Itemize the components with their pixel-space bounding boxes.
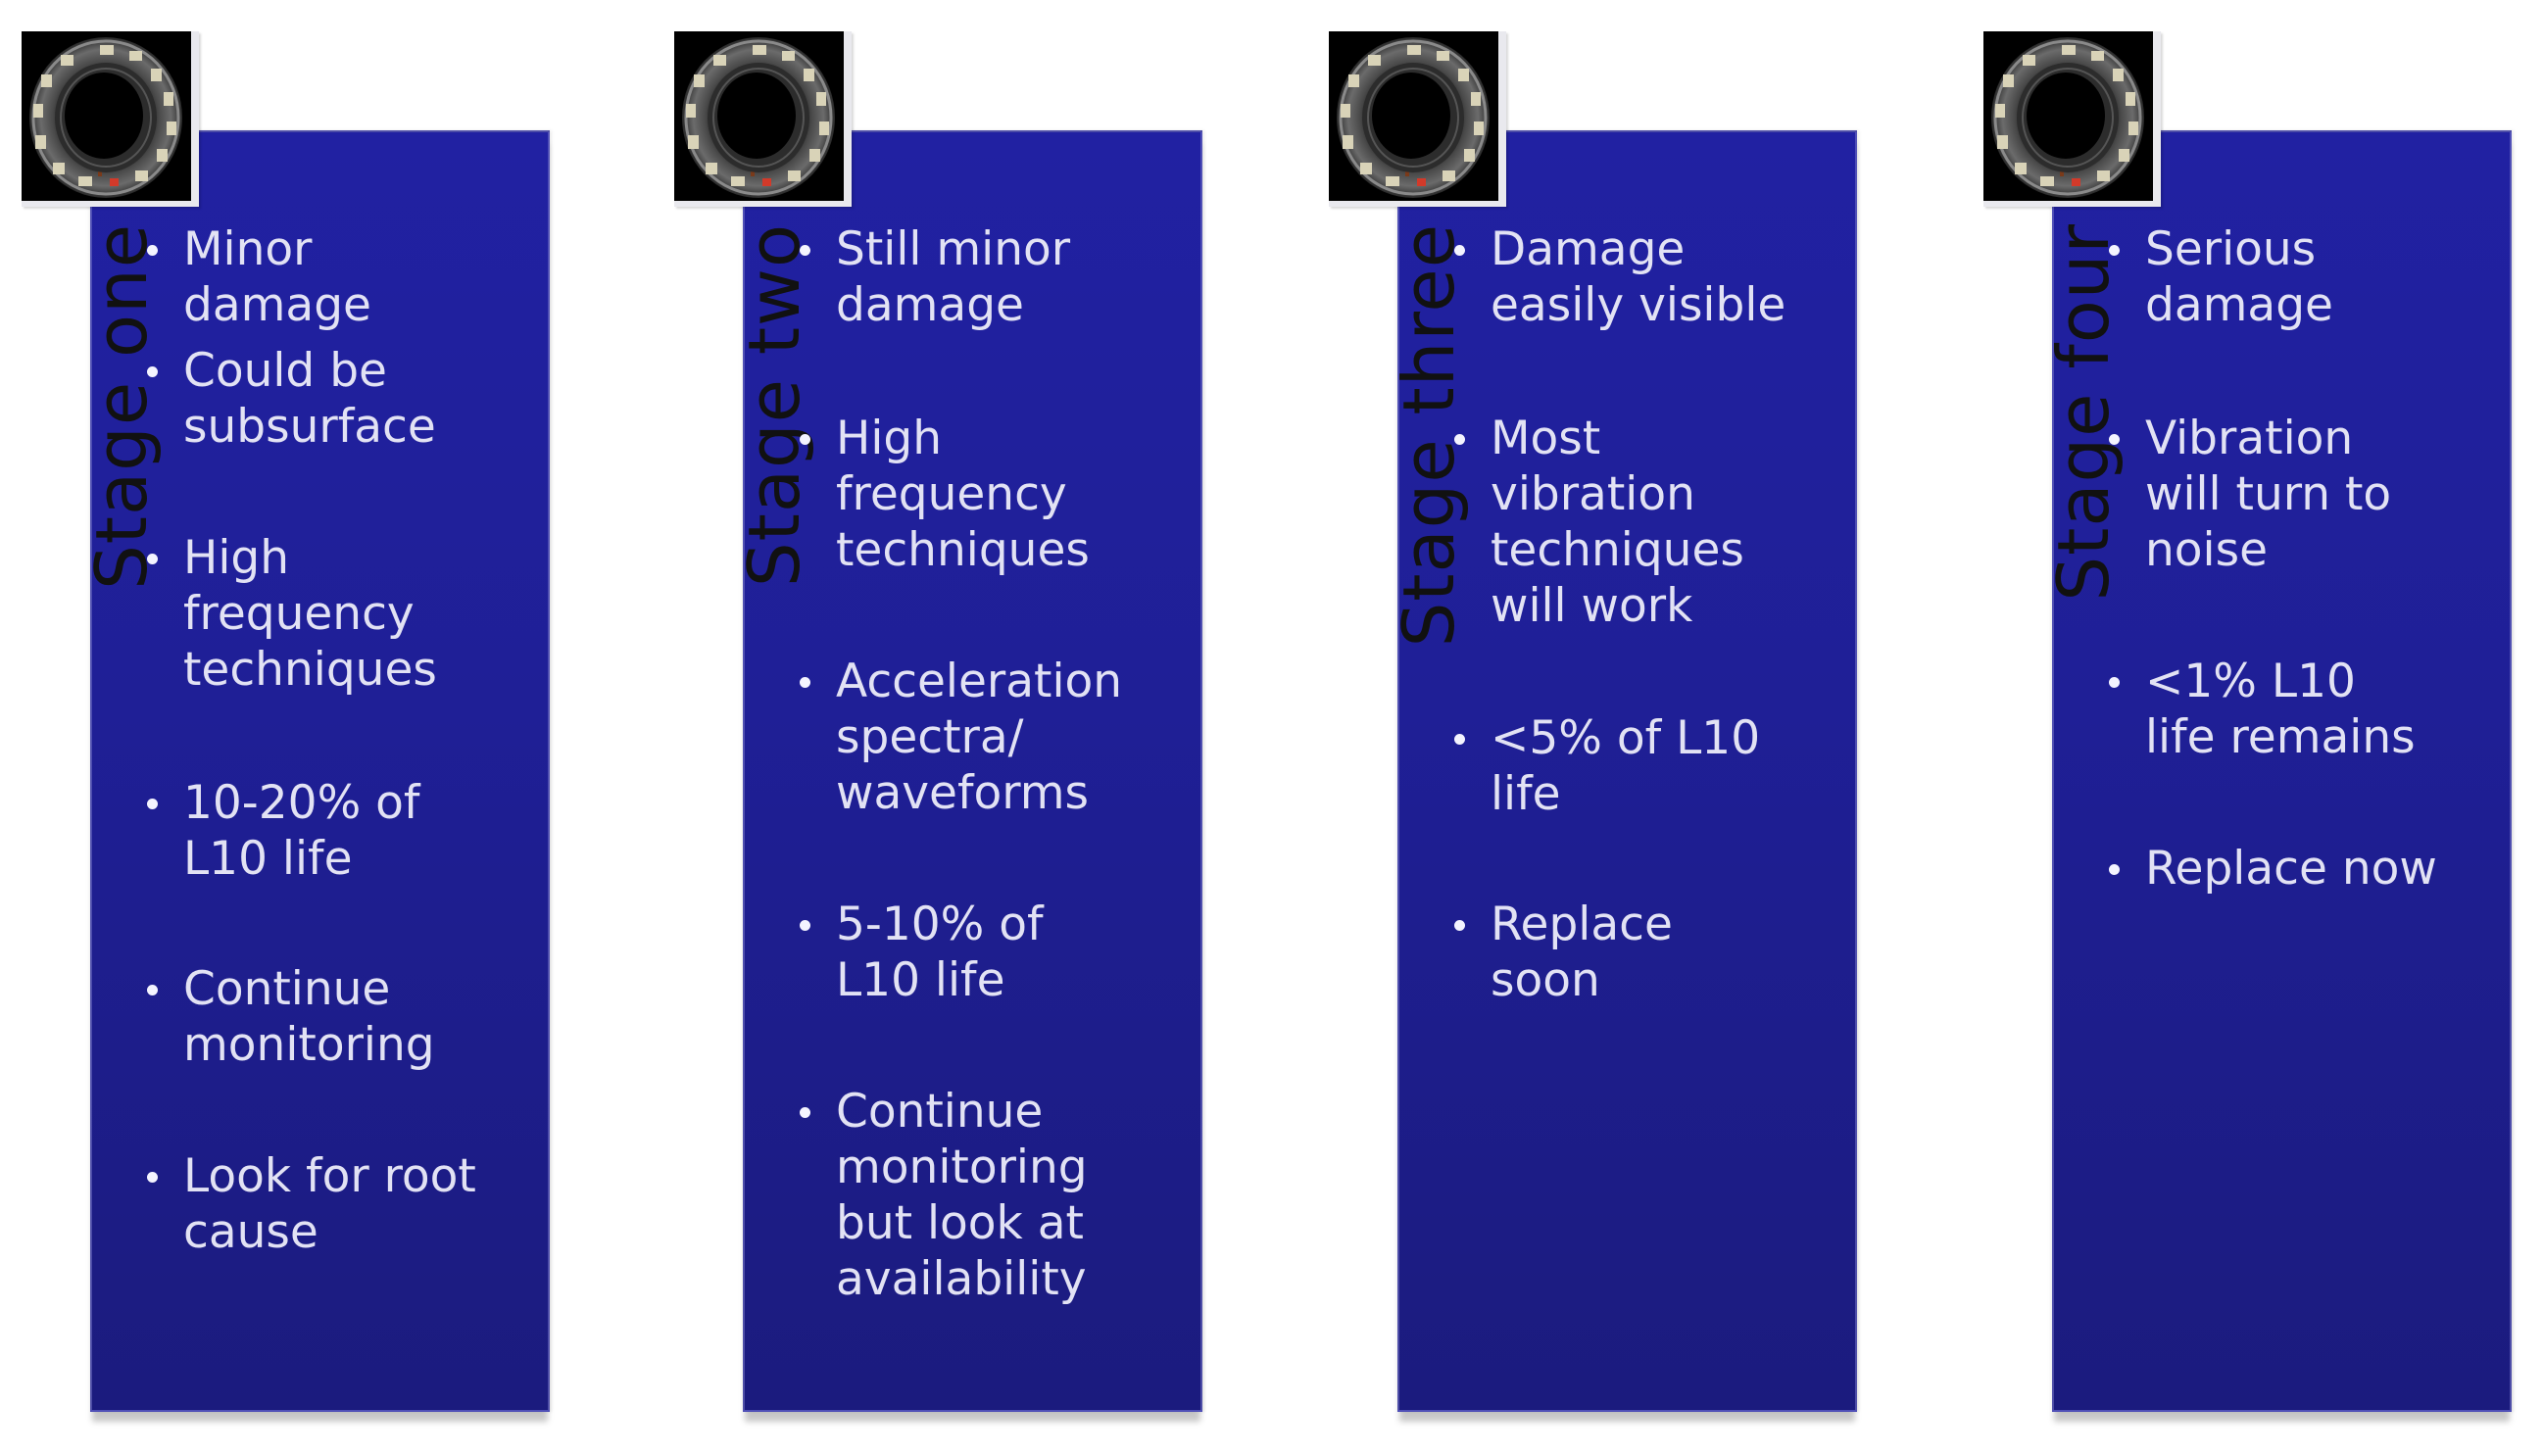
bullet-item: Continue monitoring but look at availabi… <box>800 1084 1192 1307</box>
bullet-line: will turn to <box>2145 467 2392 521</box>
bullet-line: monitoring <box>183 1018 435 1072</box>
bullet-line: Continue <box>183 962 391 1016</box>
bullet-dot-icon <box>2109 677 2120 688</box>
bullet-dot-icon <box>800 677 810 688</box>
stage-label: Stage three <box>1388 223 1470 648</box>
bullet-line: High <box>836 412 943 465</box>
bullet-line: Could be <box>183 344 387 398</box>
bullet-line: techniques <box>836 523 1090 577</box>
bullet-line: Still minor <box>836 222 1071 276</box>
bearing-photo-icon <box>1329 31 1506 207</box>
bullet-line: damage <box>836 278 1024 332</box>
bullet-item: Still minor damage <box>800 221 1192 333</box>
bullet-dot-icon <box>2109 864 2120 875</box>
bullet-item: Most vibration techniques will work <box>1454 411 1846 634</box>
bullet-line: L10 life <box>836 953 1005 1007</box>
bullet-line: <1% L10 <box>2145 655 2356 708</box>
bullet-line: noise <box>2145 523 2269 577</box>
bearing-photo-icon <box>674 31 852 207</box>
bullet-item: 10-20% of L10 life <box>147 775 539 887</box>
bullet-item: <5% of L10 life <box>1454 710 1846 822</box>
bullet-dot-icon <box>1454 434 1465 445</box>
bullet-line: life remains <box>2145 710 2416 764</box>
bullet-dot-icon <box>147 366 158 377</box>
bullet-line: damage <box>183 278 371 332</box>
bullet-dot-icon <box>800 434 810 445</box>
bullet-line: 5-10% of <box>836 898 1044 951</box>
bullet-line: availability <box>836 1252 1087 1306</box>
stage-column-three: Stage three Damage easily visible Most v… <box>1329 0 1878 1456</box>
stage-panel <box>1397 130 1857 1412</box>
bullet-item: <1% L10 life remains <box>2109 654 2501 765</box>
bullet-line: Continue <box>836 1085 1044 1139</box>
bullet-item: Serious damage <box>2109 221 2501 333</box>
bullet-item: High frequency techniques <box>800 411 1192 578</box>
bearing-photo-icon <box>22 31 199 207</box>
bullet-item: Look for root cause <box>147 1148 539 1260</box>
bullet-line: Replace <box>1491 898 1673 951</box>
bullet-line: Minor <box>183 222 313 276</box>
bullet-line: but look at <box>836 1196 1084 1250</box>
bullet-line: damage <box>2145 278 2333 332</box>
bullet-dot-icon <box>2109 434 2120 445</box>
bullet-dot-icon <box>1454 245 1465 256</box>
bullet-line: Vibration <box>2145 412 2354 465</box>
bullet-dot-icon <box>800 920 810 931</box>
bullet-line: Damage <box>1491 222 1686 276</box>
stage-label: Stage four <box>2042 223 2125 602</box>
bullet-dot-icon <box>147 1172 158 1183</box>
bullet-line: vibration <box>1491 467 1695 521</box>
bullet-item: Replace now <box>2109 841 2501 897</box>
bullet-dot-icon <box>147 799 158 809</box>
bullet-dot-icon <box>147 245 158 256</box>
bullet-item: Replace soon <box>1454 897 1846 1008</box>
bullet-line: Serious <box>2145 222 2317 276</box>
stage-panel <box>90 130 550 1412</box>
bullet-item: Vibration will turn to noise <box>2109 411 2501 578</box>
bullet-line: Replace now <box>2145 842 2437 896</box>
stage-column-two: Stage two Still minor damage High freque… <box>674 0 1223 1456</box>
bullet-line: Acceleration <box>836 655 1123 708</box>
bullet-item: 5-10% of L10 life <box>800 897 1192 1008</box>
bearing-photo-icon <box>1983 31 2161 207</box>
bullet-line: <5% of L10 <box>1491 711 1761 765</box>
bullet-line: monitoring <box>836 1141 1088 1194</box>
stage-column-four: Stage four Serious damage Vibration will… <box>1983 0 2532 1456</box>
bullet-line: Look for root <box>183 1149 476 1203</box>
bullet-line: 10-20% of <box>183 776 420 830</box>
bullet-item: High frequency techniques <box>147 530 539 698</box>
bullet-line: subsurface <box>183 400 436 454</box>
bullet-line: waveforms <box>836 766 1090 820</box>
bullet-line: spectra/ <box>836 710 1024 764</box>
bullet-item: Minor damage <box>147 221 539 333</box>
bullet-line: will work <box>1491 579 1693 633</box>
bullet-line: Most <box>1491 412 1601 465</box>
bullet-line: soon <box>1491 953 1600 1007</box>
bullet-line: easily visible <box>1491 278 1786 332</box>
bullet-item: Acceleration spectra/ waveforms <box>800 654 1192 821</box>
bullet-dot-icon <box>147 985 158 995</box>
bullet-line: frequency <box>836 467 1067 521</box>
bullet-line: L10 life <box>183 832 353 886</box>
bullet-line: techniques <box>183 643 437 697</box>
bullet-dot-icon <box>800 1107 810 1118</box>
stage-panel <box>743 130 1202 1412</box>
bullet-dot-icon <box>147 554 158 564</box>
bullet-item: Could be subsurface <box>147 343 539 455</box>
bullet-line: cause <box>183 1205 318 1259</box>
bullet-dot-icon <box>1454 734 1465 745</box>
stage-panel <box>2052 130 2512 1412</box>
bullet-line: High <box>183 531 290 585</box>
bullet-item: Damage easily visible <box>1454 221 1846 333</box>
stage-label: Stage one <box>80 223 163 590</box>
bullet-dot-icon <box>2109 245 2120 256</box>
bullet-dot-icon <box>1454 920 1465 931</box>
bullet-dot-icon <box>800 245 810 256</box>
bullet-item: Continue monitoring <box>147 961 539 1073</box>
bullet-line: life <box>1491 767 1561 821</box>
stage-label: Stage two <box>733 223 815 588</box>
bullet-line: frequency <box>183 587 415 641</box>
bullet-line: techniques <box>1491 523 1744 577</box>
stage-column-one: Stage one Minor damage Could be subsurfa… <box>22 0 570 1456</box>
